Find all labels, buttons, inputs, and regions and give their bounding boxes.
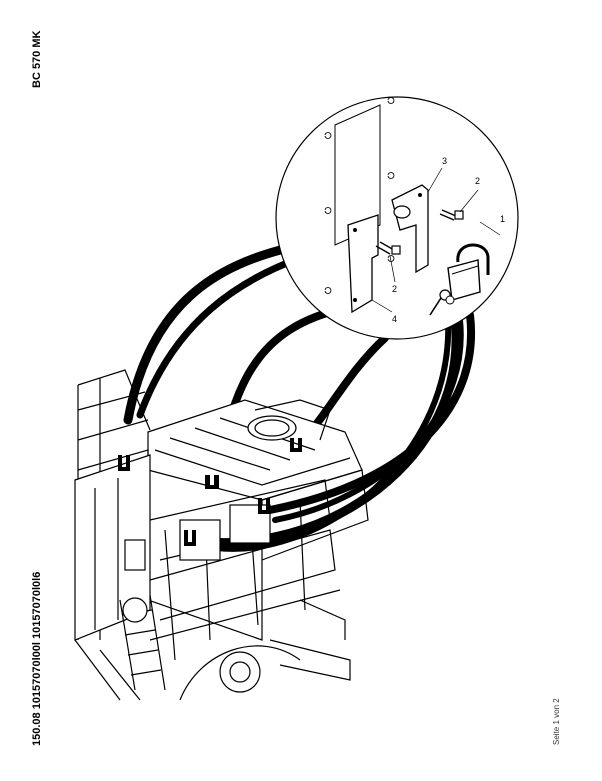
callout-2b: 2: [392, 284, 397, 294]
detail-view: 1 2 2 3 4: [275, 96, 519, 340]
latch-marks: [118, 438, 302, 546]
machine-body: [74, 369, 369, 701]
callout-4: 4: [392, 314, 397, 324]
callout-1: 1: [500, 214, 505, 224]
callout-3: 3: [442, 156, 447, 166]
leader-bands: [123, 243, 475, 552]
padlock-icon: [429, 243, 490, 316]
callout-2a: 2: [475, 176, 480, 186]
